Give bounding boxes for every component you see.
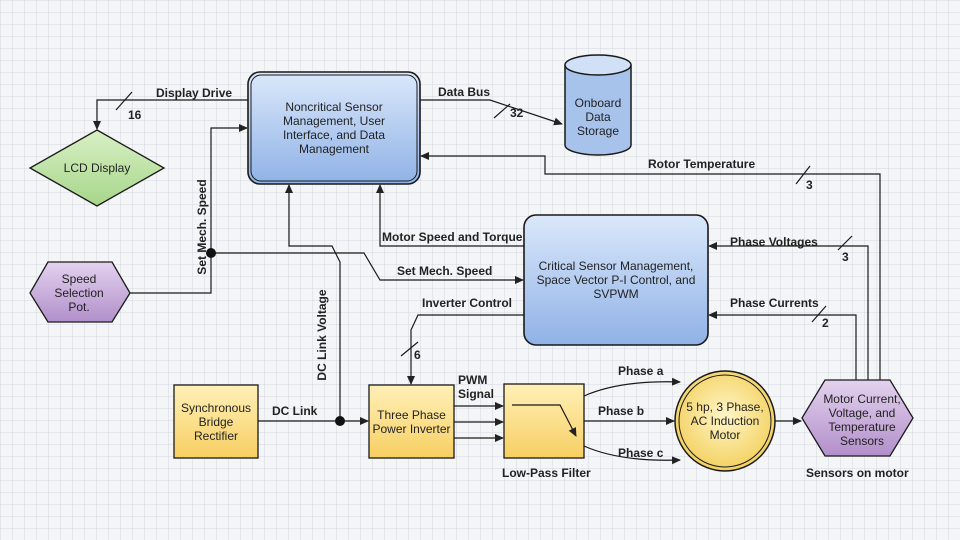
phase-voltages-bits-label: 3 [842,250,849,264]
noncritical-text: Noncritical Sensor Management, User Inte… [282,100,386,156]
inverter-block [368,384,455,459]
display-drive-label: Display Drive [156,86,233,100]
rectifier-text: Synchronous Bridge Rectifier [180,401,252,443]
lcd-text: LCD Display [63,161,131,175]
rotor-temp-label: Rotor Temperature [648,157,756,171]
sensors-label: Sensors on motor [806,466,909,480]
phase-b-label: Phase b [598,404,645,418]
rotor-bits-label: 3 [806,178,813,192]
phase-currents-bits-label: 2 [822,316,829,330]
dc-link-label: DC Link [272,404,318,418]
connector-lines [93,91,881,465]
sensors-text: Motor Current, Voltage, and Temperature … [823,392,901,448]
storage-text: Onboard Data Storage [574,96,622,138]
critical-text: Critical Sensor Management, Space Vector… [536,259,696,301]
lowpass-filter-block [503,383,585,459]
critical-block [523,214,709,346]
junction-dot-dclink [335,416,345,426]
set-mech-speed-label: Set Mech. Speed [397,264,493,278]
filter-label: Low-Pass Filter [502,466,591,480]
display-bits-label: 16 [128,108,142,122]
phase-voltages-label: Phase Voltages [730,235,818,249]
noncritical-block [247,71,421,185]
motor-text: 5 hp, 3 Phase, AC Induction Motor [686,400,764,442]
sensors-hexagon [801,379,914,457]
data-bits-label: 32 [510,106,524,120]
set-mech-speed-vertical-label: Set Mech. Speed [195,179,209,275]
speed-pot-text: Speed Selection Pot. [54,272,104,314]
dc-link-voltage-label: DC Link Voltage [315,289,329,381]
lcd-diamond [28,129,166,207]
storage-cylinder [564,54,632,156]
phase-currents-label: Phase Currents [730,296,819,310]
pwm-signal-label: PWM Signal [458,373,495,401]
phase-c-label: Phase c [618,446,664,460]
inverter-control-label: Inverter Control [422,296,513,310]
inverter-text: Three Phase Power Inverter [372,408,451,436]
phase-a-label: Phase a [618,364,664,378]
inverter-bits-label: 6 [414,348,421,362]
motor-speed-torque-label: Motor Speed and Torque [382,230,523,244]
data-bus-label: Data Bus [438,85,491,99]
speed-pot-hexagon [29,261,131,323]
junction-dot-speed [206,248,216,258]
